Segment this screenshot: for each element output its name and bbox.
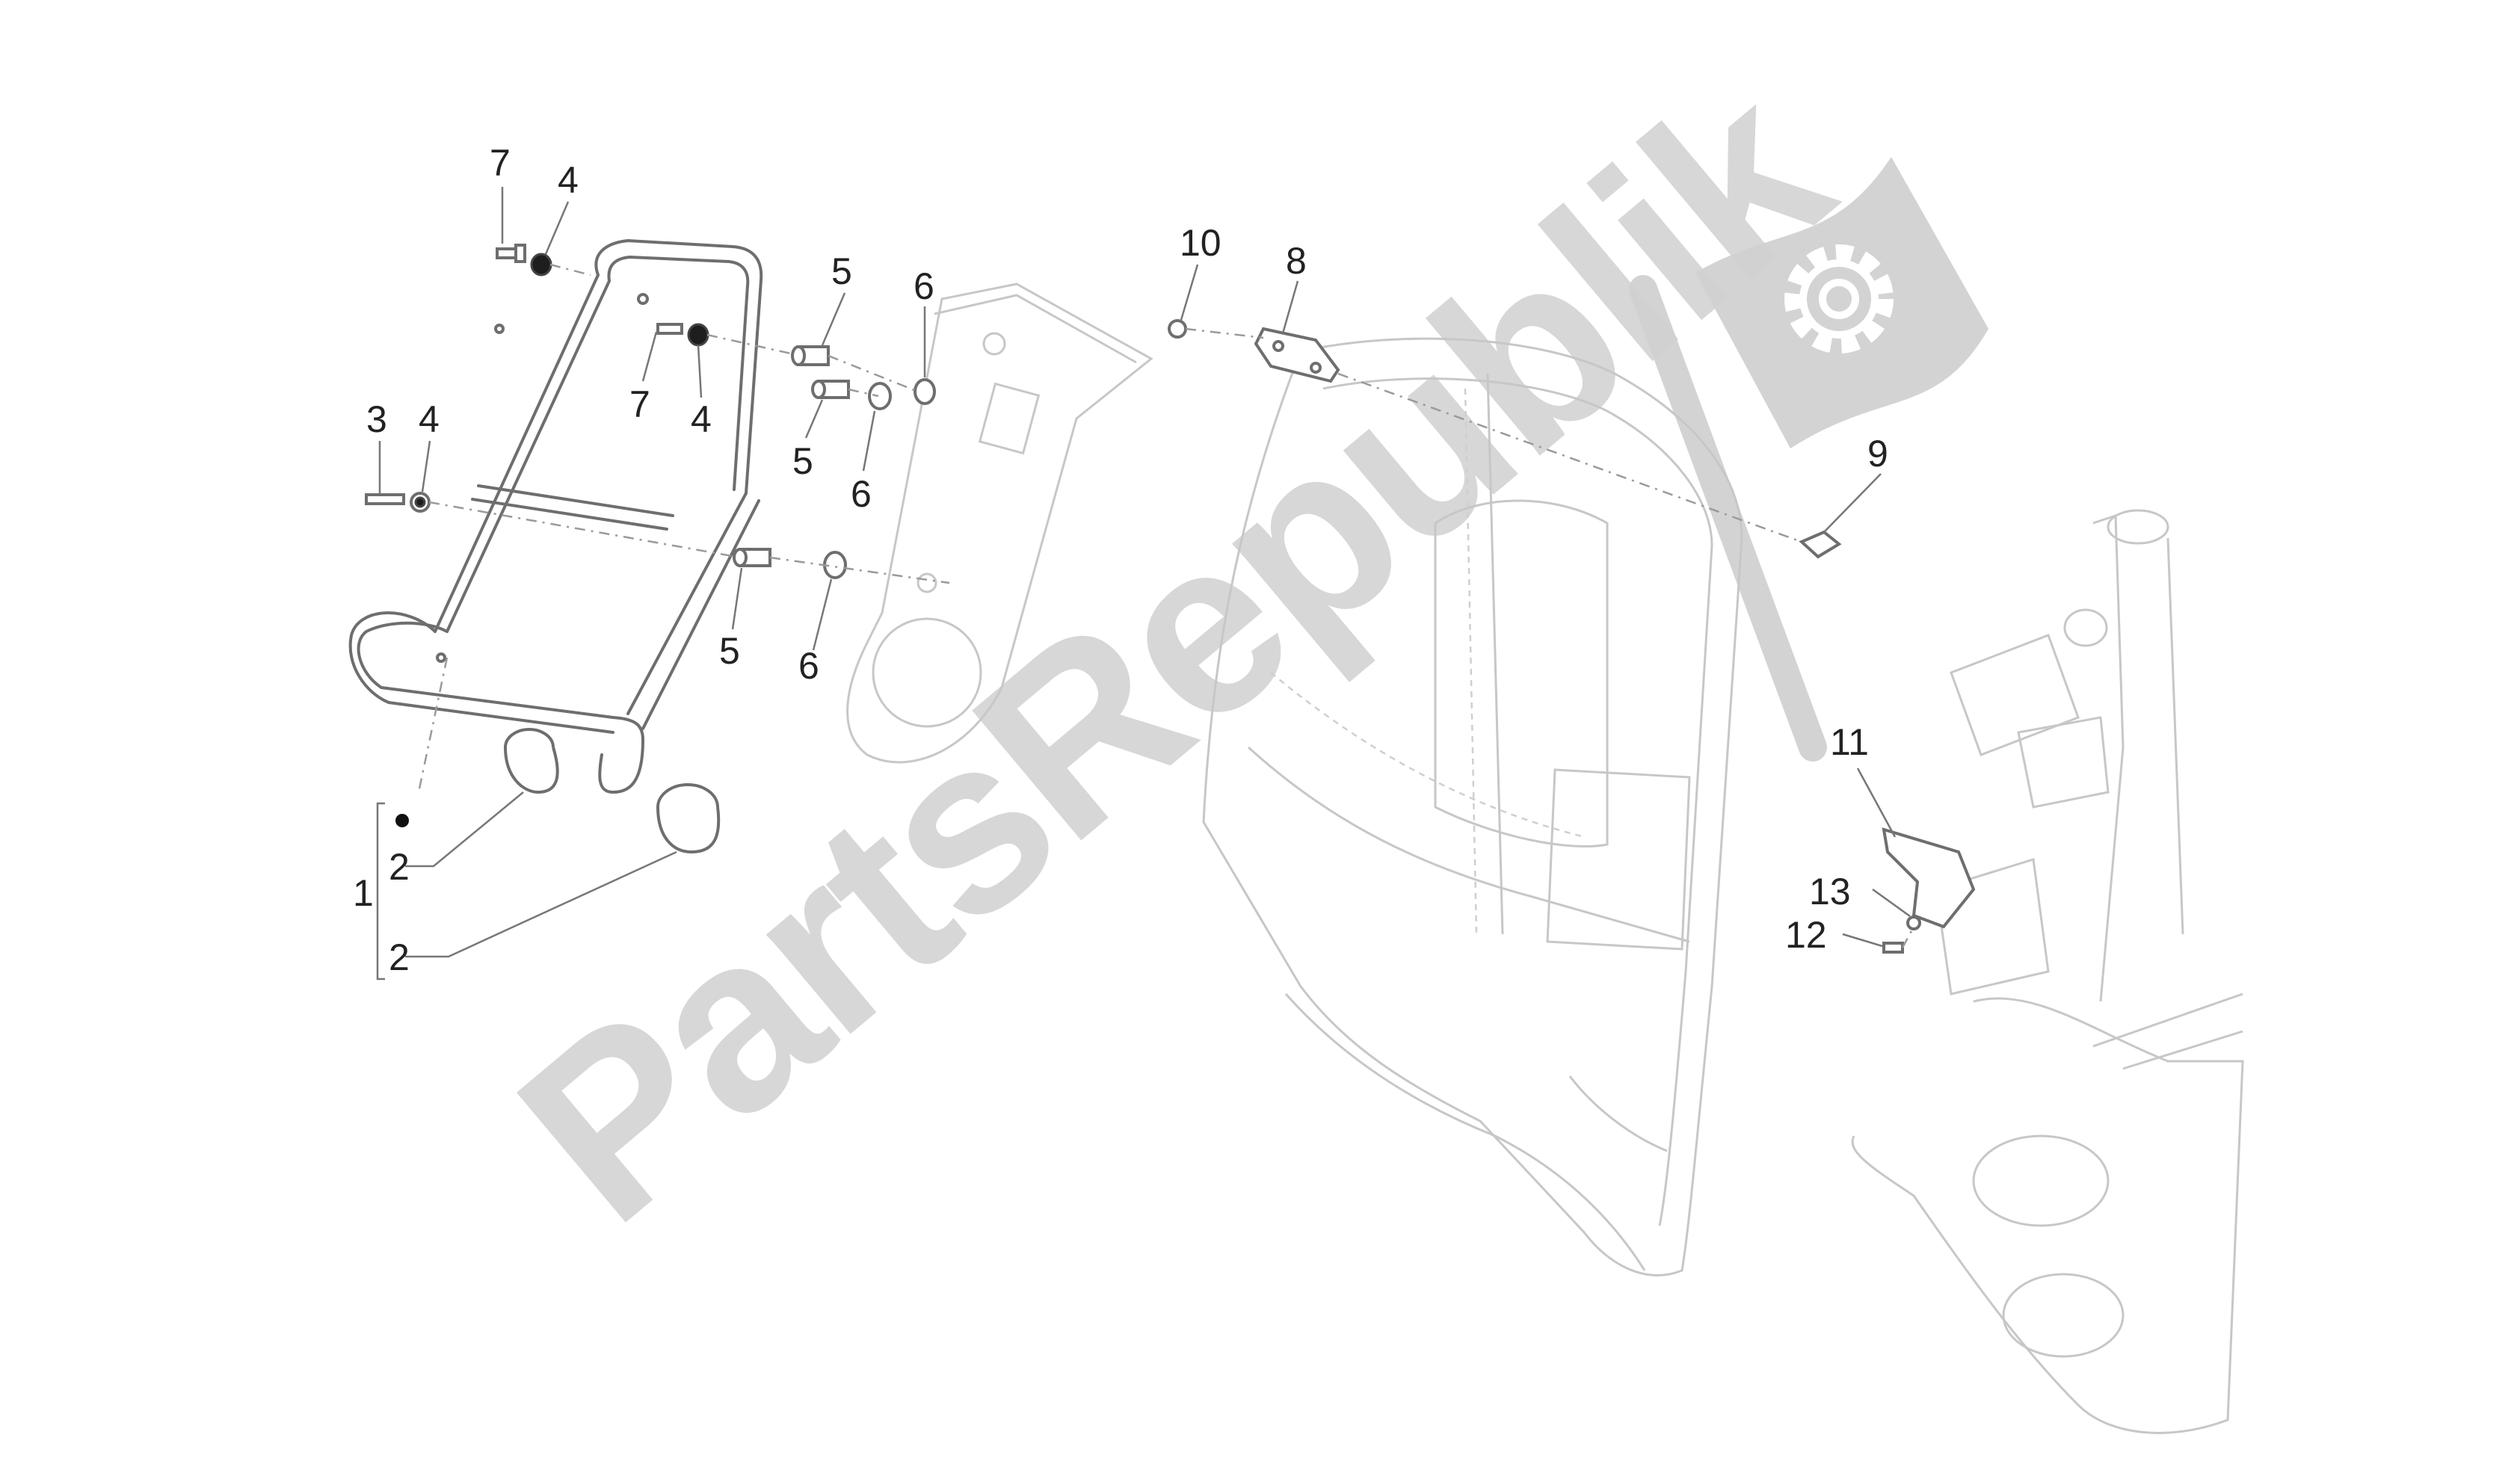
callout-6: 6	[851, 473, 872, 515]
callout-7: 7	[490, 142, 511, 184]
callout-5: 5	[831, 250, 852, 292]
callout-10: 10	[1180, 222, 1222, 264]
callout-4: 4	[419, 398, 440, 440]
callout-3: 3	[366, 398, 387, 440]
callout-8: 8	[1286, 240, 1307, 282]
gear-icon	[1784, 244, 1894, 353]
callouts: 7 4 7 4 3 4 5 6 5 6 5 6 10 8 9 11 13 12 …	[353, 142, 1888, 978]
assembly-lines	[417, 263, 1915, 948]
hardware	[365, 244, 1976, 954]
callout-5: 5	[719, 630, 740, 672]
frame-outline	[1851, 509, 2244, 1434]
callout-7: 7	[629, 383, 650, 425]
callout-1: 1	[353, 872, 374, 914]
callout-2: 2	[389, 846, 410, 888]
callout-2: 2	[389, 936, 410, 978]
callout-12: 12	[1785, 914, 1827, 956]
leader-lines	[376, 187, 1911, 981]
callout-5: 5	[792, 440, 813, 482]
callout-9: 9	[1867, 433, 1888, 475]
rubber-bumpers	[504, 728, 721, 854]
callout-4: 4	[691, 398, 712, 440]
callout-6: 6	[914, 265, 934, 307]
callout-13: 13	[1809, 871, 1851, 912]
leg-shield-outline	[1202, 337, 1743, 1276]
gear-flag-logo-icon	[1629, 157, 1988, 762]
inner-panel-outline	[846, 282, 1153, 764]
callout-4: 4	[558, 159, 579, 201]
callout-11: 11	[1830, 721, 1869, 763]
callout-6: 6	[798, 645, 819, 687]
front-rack	[348, 239, 763, 794]
